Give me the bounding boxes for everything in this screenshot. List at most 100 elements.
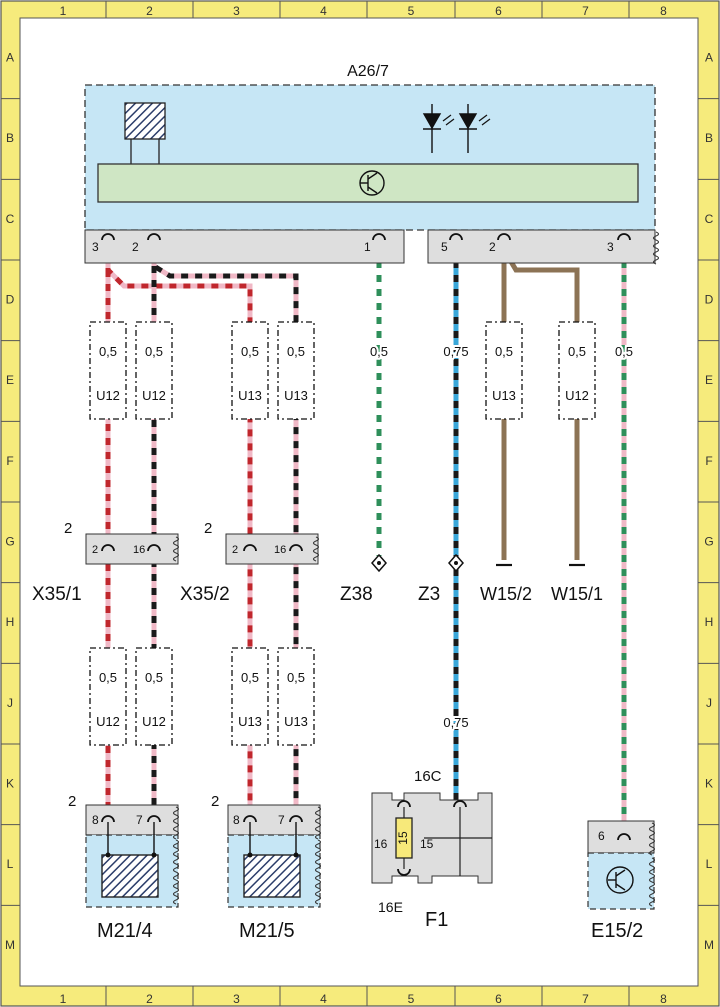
pin-label: 3 (607, 240, 614, 254)
pin-socket (449, 233, 463, 241)
pin-sockets (101, 233, 631, 876)
grid-row-label: C (705, 212, 714, 226)
x35-1-label: X35/1 (32, 584, 82, 605)
pin-label: 2 (489, 240, 496, 254)
a26-7-connector-right (427, 229, 656, 264)
connector-break (652, 231, 660, 265)
motor-m21-5 (227, 804, 321, 908)
splice-box (485, 321, 523, 420)
wire-group: U13 (492, 388, 516, 403)
a26-7-connector-left (84, 229, 405, 264)
w15-1-label: W15/1 (551, 584, 603, 604)
splice-box (89, 321, 127, 420)
pin-socket (453, 800, 467, 808)
wire-size: 0,5 (287, 670, 305, 685)
wire-size: 0,5 (495, 344, 513, 359)
wire-size: 0,5 (370, 344, 388, 359)
grid-row-label: A (6, 51, 14, 65)
grid-column-label: 2 (146, 4, 153, 18)
grid-row-label: H (705, 615, 714, 629)
module-a26-7: A26/7 (84, 63, 656, 231)
connector-break (314, 839, 322, 905)
fuse-pin-label: 16E (378, 899, 403, 915)
connector-break (648, 857, 656, 907)
connector-break (172, 536, 180, 562)
fuse-box-f1: 15 (371, 792, 493, 884)
wire-group: U13 (284, 388, 308, 403)
wire-size: 0,5 (241, 344, 259, 359)
grid-row-label: F (6, 454, 13, 468)
pin-socket (289, 815, 303, 823)
splice-box (277, 647, 315, 746)
connector-break (314, 806, 322, 840)
w15-2-label: W15/2 (480, 584, 532, 604)
grid-row-label: G (5, 535, 14, 549)
splice-box (135, 321, 173, 420)
component-labels: X35/1 X35/2 Z38 Z3 W15/2 W15/1 M21/4 M21… (32, 584, 643, 942)
grid-row-label: F (705, 454, 712, 468)
wire-size: 0,5 (615, 344, 633, 359)
connector-number: 2 (211, 793, 219, 810)
fuse-pin-label: 16 (374, 837, 388, 851)
grid-row-label: C (6, 212, 15, 226)
a26-7-label: A26/7 (347, 63, 389, 80)
wire-group: U13 (284, 714, 308, 729)
grid-row-label: E (6, 373, 14, 387)
connector-x35-2 (225, 533, 319, 565)
pin-socket (147, 815, 161, 823)
grid-row-label: M (5, 938, 15, 952)
pin-socket (101, 233, 115, 241)
pin-label: 8 (233, 813, 240, 827)
grid-column-label: 7 (582, 4, 589, 18)
pin-socket (243, 815, 257, 823)
splice-box (231, 321, 269, 420)
pin-socket (147, 544, 161, 552)
grid-row-label: B (705, 131, 713, 145)
pin-socket (101, 544, 115, 552)
wire-splices: 0,5U120,5U120,5U130,5U130,5U130,5U120,5U… (89, 321, 596, 746)
splice-box (231, 647, 269, 746)
z38-label: Z38 (340, 584, 373, 605)
pin-socket (147, 233, 161, 241)
wire-size: 0,5 (145, 344, 163, 359)
wire-size: 0,5 (99, 670, 117, 685)
fuse-rating: 15 (396, 831, 410, 845)
wire-group: U13 (238, 388, 262, 403)
grid-row-label: H (6, 615, 15, 629)
connector-x35-1 (85, 533, 179, 565)
grid-row-label: J (706, 696, 712, 710)
wire-size-labels: 0,5 0,75 0,5 0,75 (368, 342, 635, 732)
connector-number: 2 (68, 793, 76, 810)
x35-2-label: X35/2 (180, 584, 230, 605)
connector-break (312, 536, 320, 562)
wire-group: U12 (96, 388, 120, 403)
grid-column-label: 7 (582, 992, 589, 1006)
led-icon (422, 104, 455, 153)
pin-socket (397, 800, 411, 808)
wire-size: 0,5 (99, 344, 117, 359)
led-icon (458, 104, 491, 153)
m21-5-label: M21/5 (239, 920, 295, 942)
grid-row-label: D (6, 293, 15, 307)
wire-group: U12 (565, 388, 589, 403)
grid-column-label: 3 (233, 992, 240, 1006)
grid-column-label: 1 (60, 992, 67, 1006)
pin-label: 16 (274, 544, 286, 556)
connector-number: 2 (204, 520, 212, 537)
z3-label: Z3 (418, 584, 440, 605)
pin-socket (243, 544, 257, 552)
pin-socket (497, 233, 511, 241)
pin-label: 7 (278, 813, 285, 827)
grid-column-label: 3 (233, 4, 240, 18)
pin-labels: 3 2 1 5 2 3 2 2 16 2 2 16 2 8 7 2 8 7 6 … (64, 240, 614, 915)
pin-label: 2 (92, 544, 98, 556)
wire-size: 0,5 (145, 670, 163, 685)
grid-row-label: D (705, 293, 714, 307)
grid-row-label: J (7, 696, 13, 710)
pin-socket (397, 868, 411, 876)
wire-size: 0,5 (287, 344, 305, 359)
transistor-icon (606, 866, 634, 894)
f1-label: F1 (425, 909, 448, 931)
grid-column-label: 4 (320, 992, 327, 1006)
